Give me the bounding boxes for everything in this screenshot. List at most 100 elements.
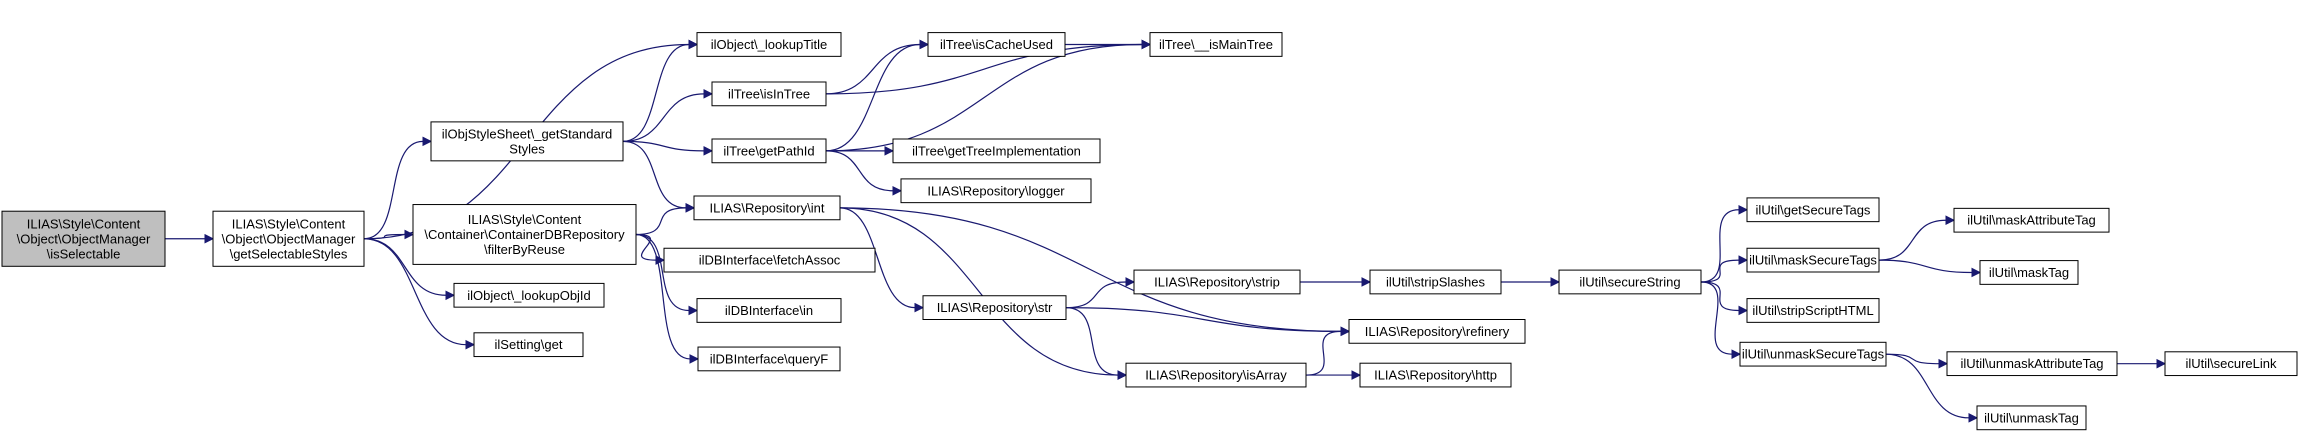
arrowhead-icon	[1340, 326, 1351, 337]
node-label: ilObjStyleSheet\_getStandard	[442, 126, 613, 141]
node-label: ilTree\isCacheUsed	[940, 37, 1053, 52]
graph-node[interactable]: ILIAS\Repository\str	[922, 295, 1067, 320]
node-label: ILIAS\Repository\str	[937, 300, 1053, 315]
edge-n4-n9	[635, 203, 696, 236]
graph-node[interactable]: ilTree\isCacheUsed	[927, 32, 1066, 57]
node-label: ILIAS\Style\Content	[468, 212, 582, 227]
arrowhead-icon	[1141, 39, 1152, 50]
arrowhead-icon	[1968, 413, 1979, 423]
graph-node[interactable]: ilUtil\stripScriptHTML	[1746, 298, 1880, 323]
graph-node[interactable]: ilObject\_lookupTitle	[696, 32, 842, 57]
graph-node[interactable]: ILIAS\Style\Content\Object\ObjectManager…	[212, 210, 365, 267]
graph-node[interactable]: ilTree\__isMainTree	[1149, 32, 1283, 57]
graph-node[interactable]: ILIAS\Repository\refinery	[1348, 319, 1526, 344]
edge-n19-n22	[1306, 370, 1362, 380]
graph-node[interactable]: ilUtil\stripSlashes	[1369, 269, 1502, 295]
graph-node[interactable]: ILIAS\Repository\isArray	[1125, 362, 1307, 388]
arrowhead-icon	[1125, 277, 1136, 287]
graph-node[interactable]: ilObject\_lookupObjId	[453, 282, 605, 308]
graph-node[interactable]: ilUtil\maskSecureTags	[1746, 247, 1880, 273]
arrowhead-icon	[919, 39, 930, 50]
edge-n25-n29	[1878, 259, 1982, 278]
edge-line	[1065, 281, 1127, 309]
node-box	[2164, 351, 2298, 377]
graph-node[interactable]: ilUtil\secureString	[1558, 269, 1702, 295]
graph-node[interactable]: ilSetting\get	[473, 332, 584, 358]
arrowhead-icon	[689, 354, 700, 364]
edge-line	[1700, 281, 1740, 312]
edge-line	[635, 233, 657, 261]
edge-n3-n2	[622, 39, 699, 142]
edge-n23-n27	[1700, 281, 1742, 359]
node-label: ilUtil\secureLink	[2185, 356, 2277, 371]
graph-node[interactable]: ilUtil\unmaskAttributeTag	[1946, 351, 2118, 377]
graph-node[interactable]: ilUtil\maskAttributeTag	[1953, 207, 2110, 233]
node-label: ilDBInterface\queryF	[710, 351, 829, 366]
edge-line	[839, 207, 1342, 332]
node-box	[1133, 269, 1301, 295]
node-label: ilUtil\getSecureTags	[1756, 202, 1871, 217]
graph-node[interactable]: ILIAS\Style\Content\Container\ContainerD…	[412, 204, 637, 265]
edge-line	[1305, 330, 1342, 376]
edge-n8-n14	[825, 39, 1152, 152]
node-box	[697, 346, 841, 372]
graph-node[interactable]: ILIAS\Repository\http	[1359, 362, 1512, 388]
edge-n1-n3	[363, 136, 433, 240]
graph-node[interactable]: ilUtil\unmaskTag	[1976, 405, 2087, 431]
graph-node[interactable]: ILIAS\Repository\strip	[1133, 269, 1301, 295]
node-label: ilUtil\unmaskTag	[1984, 410, 2079, 425]
arrowhead-icon	[445, 290, 456, 301]
edge-line	[1885, 353, 1970, 419]
arrowhead-icon	[2156, 358, 2167, 369]
arrowhead-icon	[465, 339, 476, 350]
node-box	[1149, 32, 1283, 57]
edge-n18-n20	[1300, 277, 1372, 287]
edge-n27-n30	[1885, 353, 1949, 369]
node-box	[412, 204, 637, 265]
edge-n8-n16	[825, 150, 903, 196]
node-box	[900, 178, 1092, 204]
node-label: \filterByReuse	[484, 242, 565, 257]
node-label: ilUtil\maskSecureTags	[1749, 253, 1877, 268]
node-label: ILIAS\Repository\logger	[927, 183, 1065, 198]
arrowhead-icon	[1945, 215, 1956, 226]
node-box	[1558, 269, 1702, 295]
edge-line	[825, 43, 921, 152]
edge-line	[825, 43, 921, 95]
node-box	[1976, 405, 2087, 431]
edge-n3-n7	[622, 89, 714, 142]
node-box	[1953, 207, 2110, 233]
graph-node[interactable]: ilDBInterface\queryF	[697, 346, 841, 372]
edge-n23-n24	[1700, 204, 1749, 283]
node-label: ILIAS\Style\Content	[232, 216, 346, 231]
arrowhead-icon	[1731, 349, 1742, 359]
graph-node[interactable]: ilTree\getTreeImplementation	[892, 138, 1101, 164]
arrowhead-icon	[1117, 370, 1128, 380]
graph-node[interactable]: ilUtil\maskTag	[1979, 260, 2079, 285]
graph-node[interactable]: ilDBInterface\in	[696, 298, 842, 323]
arrowhead-icon	[1971, 267, 1982, 278]
arrowhead-icon	[703, 146, 714, 156]
edge-n8-n15	[826, 146, 895, 156]
node-label: \isSelectable	[47, 246, 121, 261]
arrowhead-icon	[1738, 204, 1749, 215]
graph-node[interactable]: ilUtil\getSecureTags	[1746, 197, 1880, 223]
graph-node[interactable]: ILIAS\Repository\logger	[900, 178, 1092, 204]
node-box	[922, 295, 1067, 320]
graph-node[interactable]: ilUtil\unmaskSecureTags	[1739, 341, 1887, 367]
node-label: ilUtil\unmaskSecureTags	[1742, 347, 1885, 362]
graph-node[interactable]: ILIAS\Repository\int	[693, 195, 841, 221]
node-label: ILIAS\Style\Content	[27, 216, 141, 231]
edge-line	[839, 207, 1119, 376]
arrowhead-icon	[422, 136, 433, 147]
graph-node[interactable]: ilDBInterface\fetchAssoc	[663, 247, 876, 273]
graph-node[interactable]: ilTree\isInTree	[711, 81, 827, 107]
node-box	[696, 298, 842, 323]
node-box	[1348, 319, 1526, 344]
nodes-layer: ILIAS\Style\Content\Object\ObjectManager…	[1, 32, 2298, 431]
graph-node[interactable]: ilUtil\secureLink	[2164, 351, 2298, 377]
graph-node[interactable]: ilTree\getPathId	[711, 138, 827, 164]
node-label: \Object\ObjectManager	[222, 231, 356, 246]
